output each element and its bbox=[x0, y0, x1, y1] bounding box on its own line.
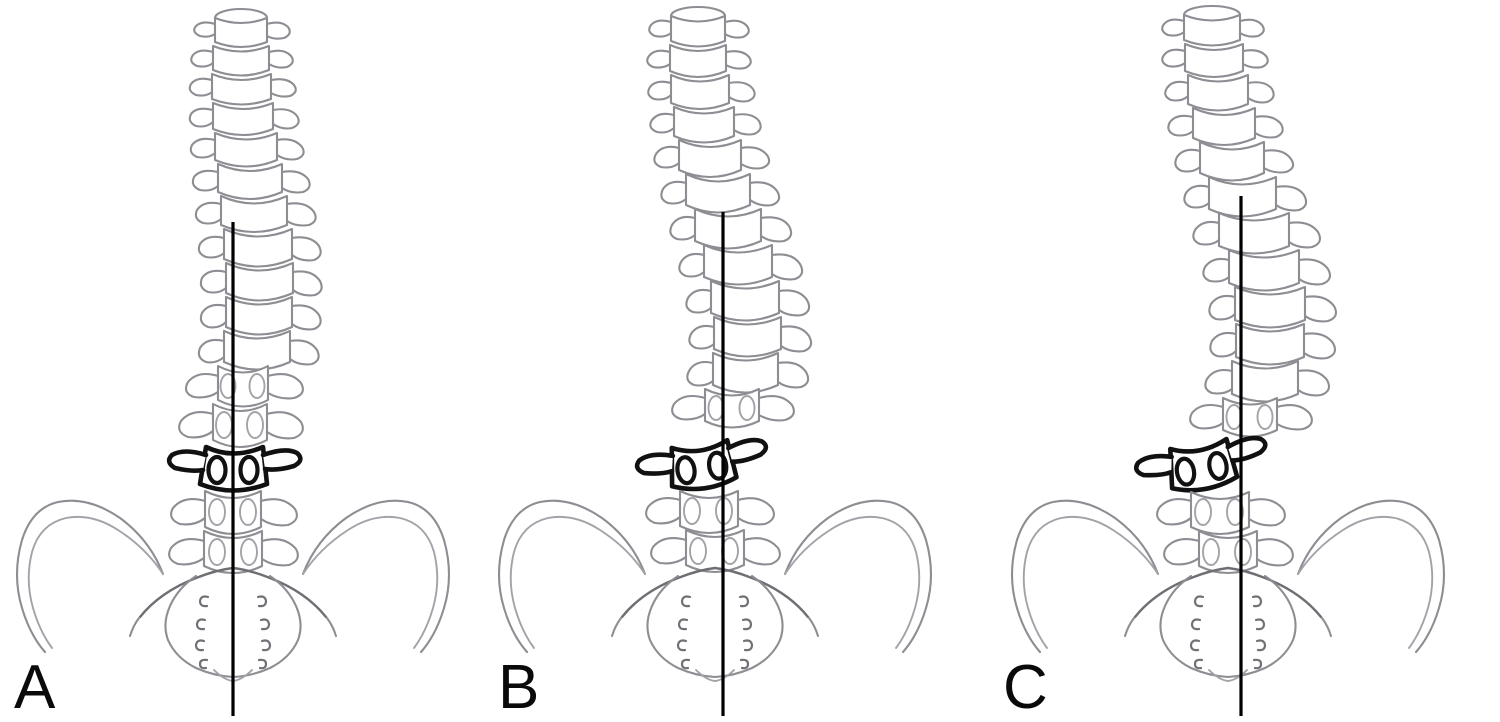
highlighted-vertebra-c bbox=[1133, 435, 1268, 493]
panel-b-illustration bbox=[498, 5, 932, 716]
panel-label-c: C bbox=[1003, 653, 1048, 722]
spine-thoracic-a bbox=[188, 7, 323, 371]
spine-lower-lumbar-b bbox=[645, 489, 781, 574]
panel-a: A bbox=[0, 0, 500, 721]
spine-lumbar-b bbox=[671, 387, 795, 429]
spine-lumbar-a bbox=[178, 364, 304, 449]
panel-label-a: A bbox=[14, 653, 56, 722]
highlighted-vertebra-a bbox=[166, 444, 303, 493]
panel-c-illustration bbox=[1011, 4, 1445, 716]
pelvis-b bbox=[498, 499, 932, 682]
spine-lower-lumbar-a bbox=[168, 489, 299, 575]
pelvis-c bbox=[1011, 499, 1445, 682]
pelvis-a bbox=[16, 499, 450, 682]
panel-c: C bbox=[995, 0, 1495, 721]
spine-thoracic-b bbox=[646, 5, 813, 394]
spine-thoracic-c bbox=[1161, 4, 1338, 403]
spine-lower-lumbar-c bbox=[1156, 490, 1294, 575]
spine-lumbar-c bbox=[1189, 396, 1313, 438]
panel-label-b: B bbox=[498, 653, 540, 722]
panel-b: B bbox=[490, 0, 990, 721]
panel-a-illustration bbox=[16, 7, 450, 716]
